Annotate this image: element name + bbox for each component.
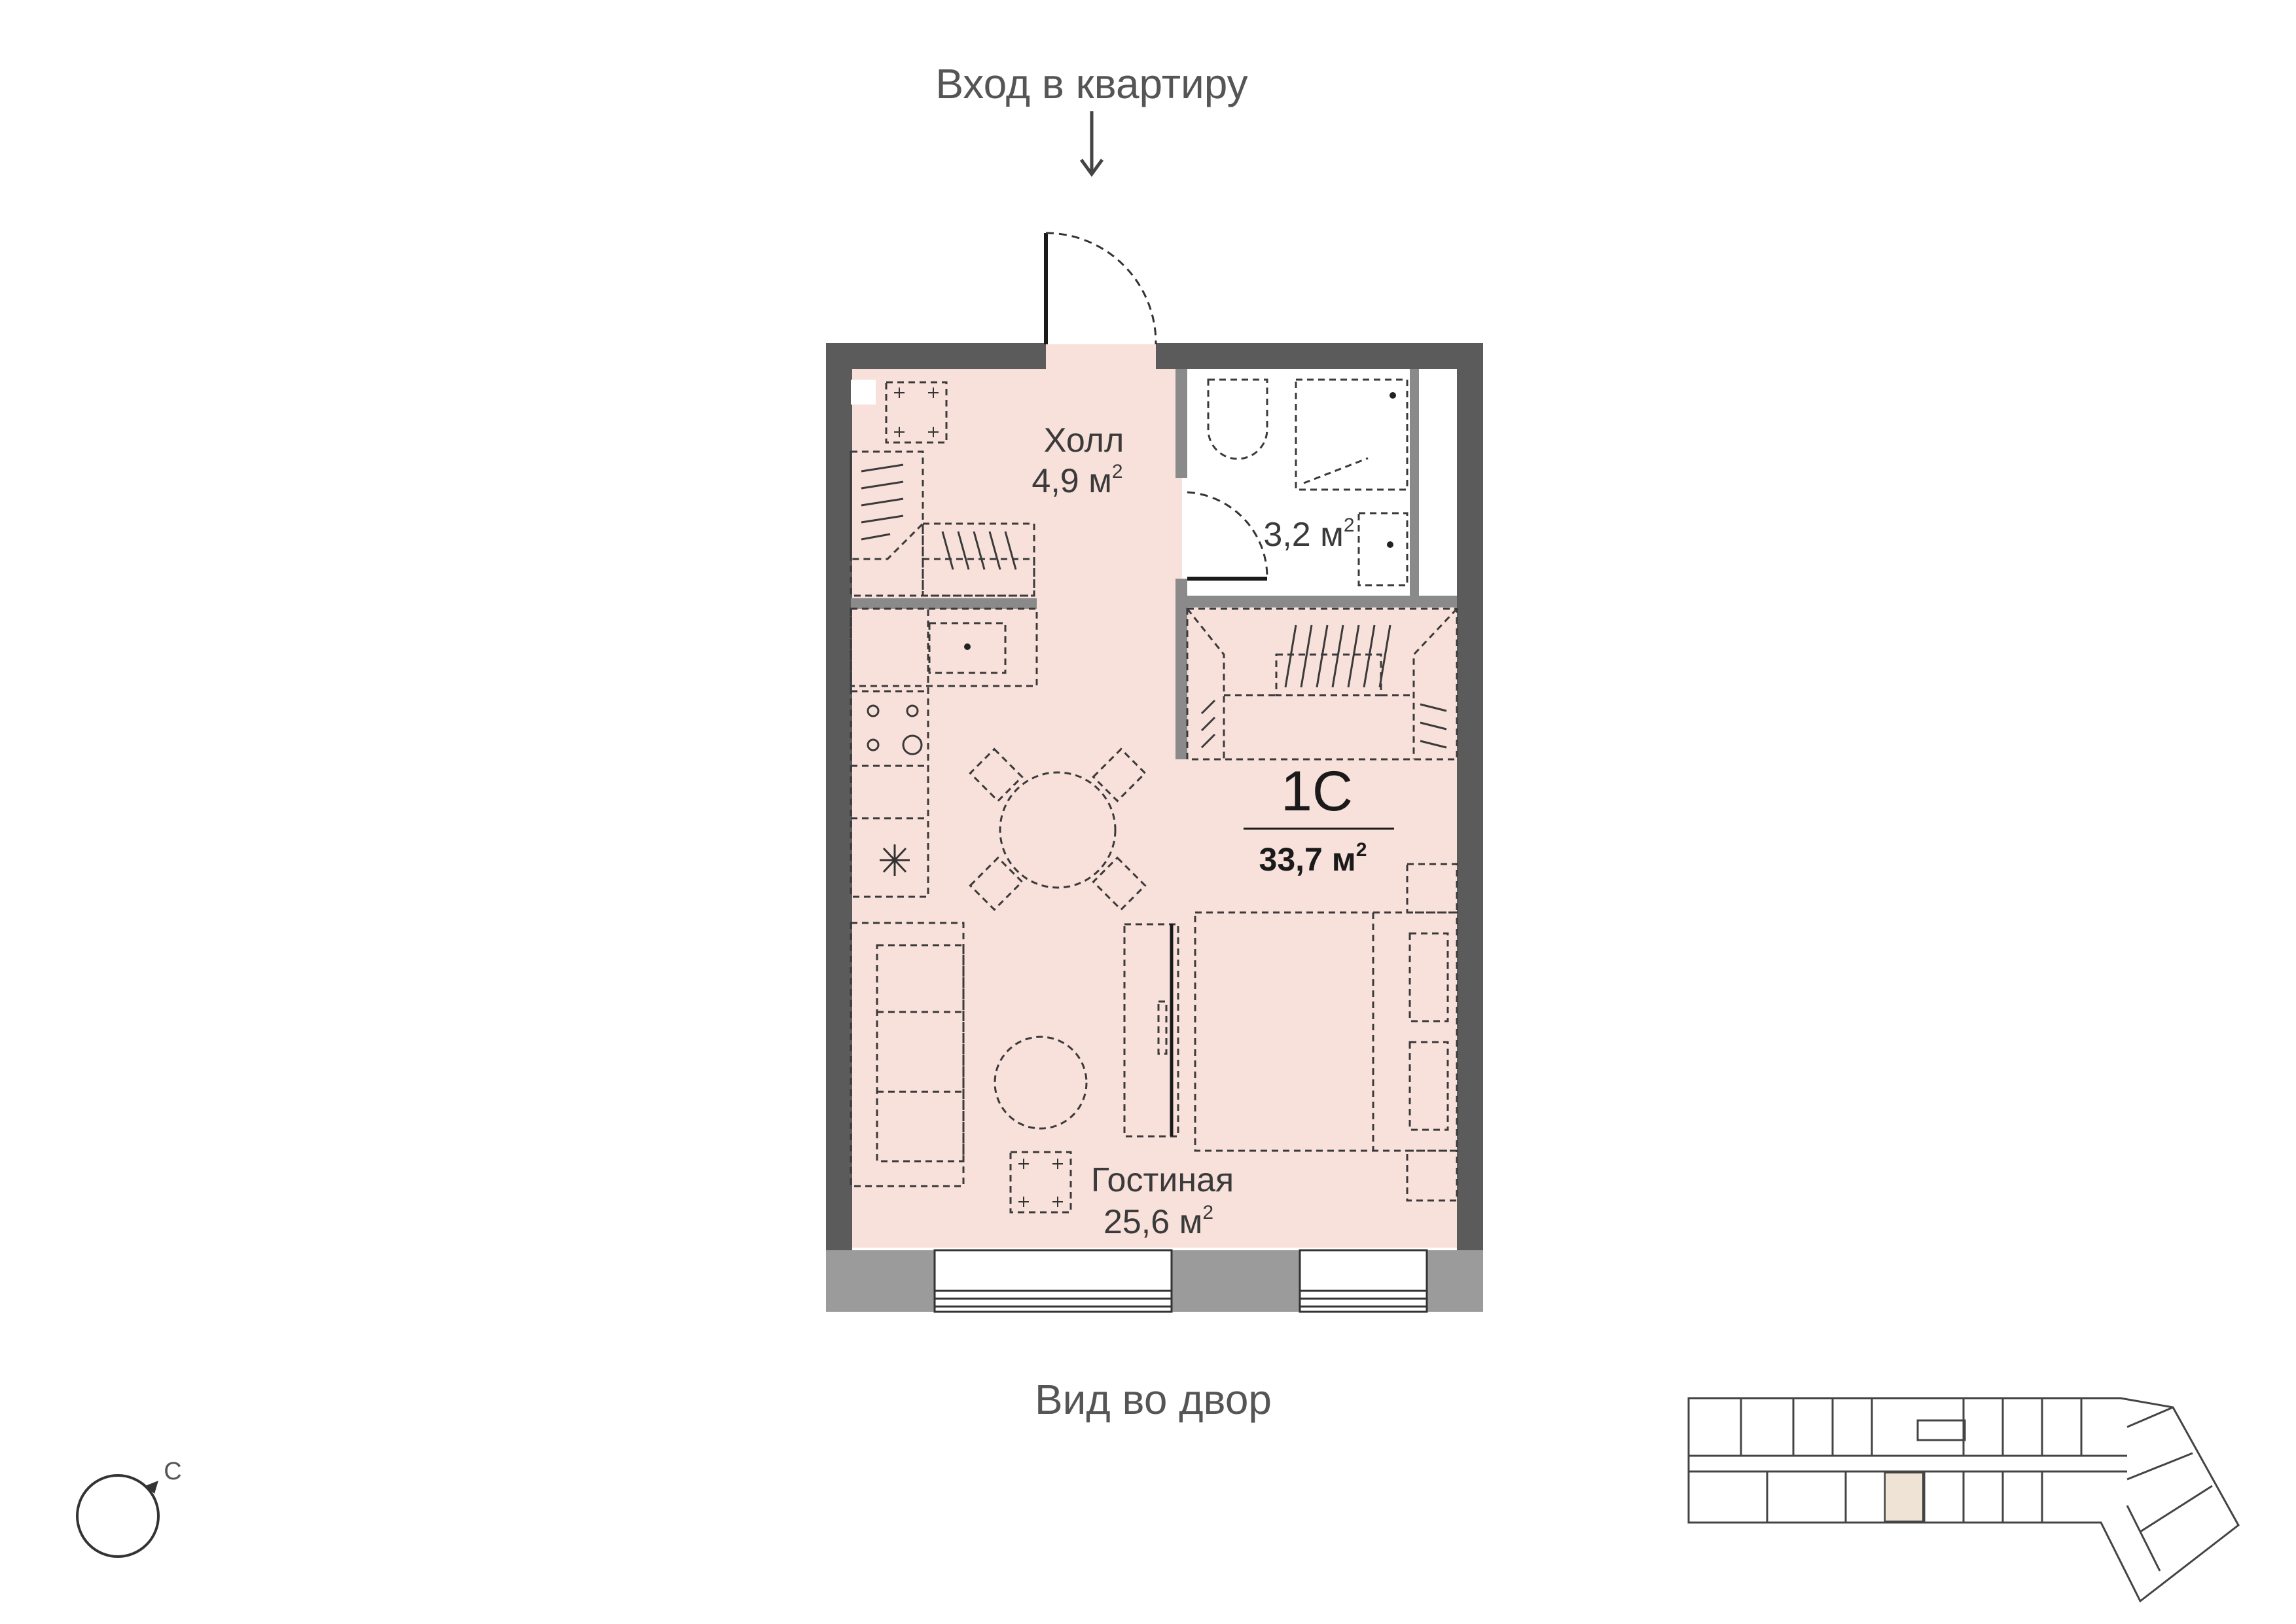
bathroom xyxy=(1175,369,1457,607)
toilet-icon xyxy=(1207,378,1268,460)
bath-wall-bottom xyxy=(1183,596,1457,607)
kitchen-counter-top xyxy=(850,607,1038,687)
coffee-table xyxy=(994,1036,1088,1130)
compass-label: С xyxy=(164,1458,181,1485)
chair-icon xyxy=(1092,748,1147,803)
entrance-label: Вход в квартиру xyxy=(935,60,1247,107)
sink-icon xyxy=(1357,512,1408,586)
hall-furniture xyxy=(850,380,1035,597)
partition-hall-kitchen xyxy=(851,598,1037,609)
bath-wall-left xyxy=(1175,369,1187,478)
living-name: Гостиная xyxy=(1091,1161,1234,1199)
bath-wall-right xyxy=(1410,369,1419,596)
kitchen-sink-icon xyxy=(928,622,1007,674)
wall-top-left xyxy=(826,343,1046,369)
window-right xyxy=(1299,1249,1428,1313)
chair-icon xyxy=(969,856,1024,911)
window-left xyxy=(933,1249,1173,1313)
nightstand xyxy=(1406,1149,1458,1202)
bedroom-furniture xyxy=(1123,863,1458,1202)
window-wall-left xyxy=(826,1250,935,1312)
compass-icon: С xyxy=(76,1458,182,1558)
window-wall-mid xyxy=(1172,1250,1300,1312)
bed xyxy=(1194,911,1458,1152)
plant-crosses-living xyxy=(1018,1159,1063,1207)
sofa xyxy=(850,922,1088,1214)
plant-icon xyxy=(1009,1151,1072,1214)
shower-icon xyxy=(1295,378,1408,491)
plant-icon xyxy=(885,381,948,444)
chair-icon xyxy=(969,748,1024,803)
keyplan-apartment-highlight xyxy=(1884,1472,1924,1522)
hall-name: Холл xyxy=(1044,422,1124,460)
entrance-arrow-icon xyxy=(1079,111,1104,177)
living-area: 25,6 м2 xyxy=(1103,1202,1213,1241)
window-wall-right xyxy=(1427,1250,1483,1312)
plant-crosses xyxy=(894,388,939,437)
wall-left xyxy=(826,343,852,1250)
kitchen xyxy=(850,607,1038,898)
partition-right xyxy=(1175,579,1187,759)
apartment-area: 33,7 м2 xyxy=(1259,839,1367,878)
tv-stand xyxy=(1123,923,1179,1138)
building-keyplan xyxy=(1687,1397,2240,1603)
chair-icon xyxy=(1092,856,1147,911)
fridge-icon xyxy=(880,844,910,876)
dining-table xyxy=(969,748,1147,911)
hall-wardrobe-hangers xyxy=(861,463,1017,570)
stove-icon xyxy=(867,704,923,755)
apartment-type: 1С xyxy=(1281,760,1353,823)
view-label: Вид во двор xyxy=(1035,1376,1272,1423)
bath-area: 3,2 м2 xyxy=(1263,514,1354,554)
hall-area: 4,9 м2 xyxy=(1031,461,1122,500)
bathroom-door xyxy=(1187,491,1268,579)
apartment-plan: Холл 4,9 м2 3,2 м2 1С 33,7 м2 Гостиная 2… xyxy=(826,232,1483,1313)
wardrobe-hangers xyxy=(1200,624,1447,749)
entry-door xyxy=(1044,232,1157,345)
nightstand xyxy=(1406,863,1458,914)
wall-top-right xyxy=(1156,343,1482,369)
wall-right xyxy=(1457,343,1483,1250)
